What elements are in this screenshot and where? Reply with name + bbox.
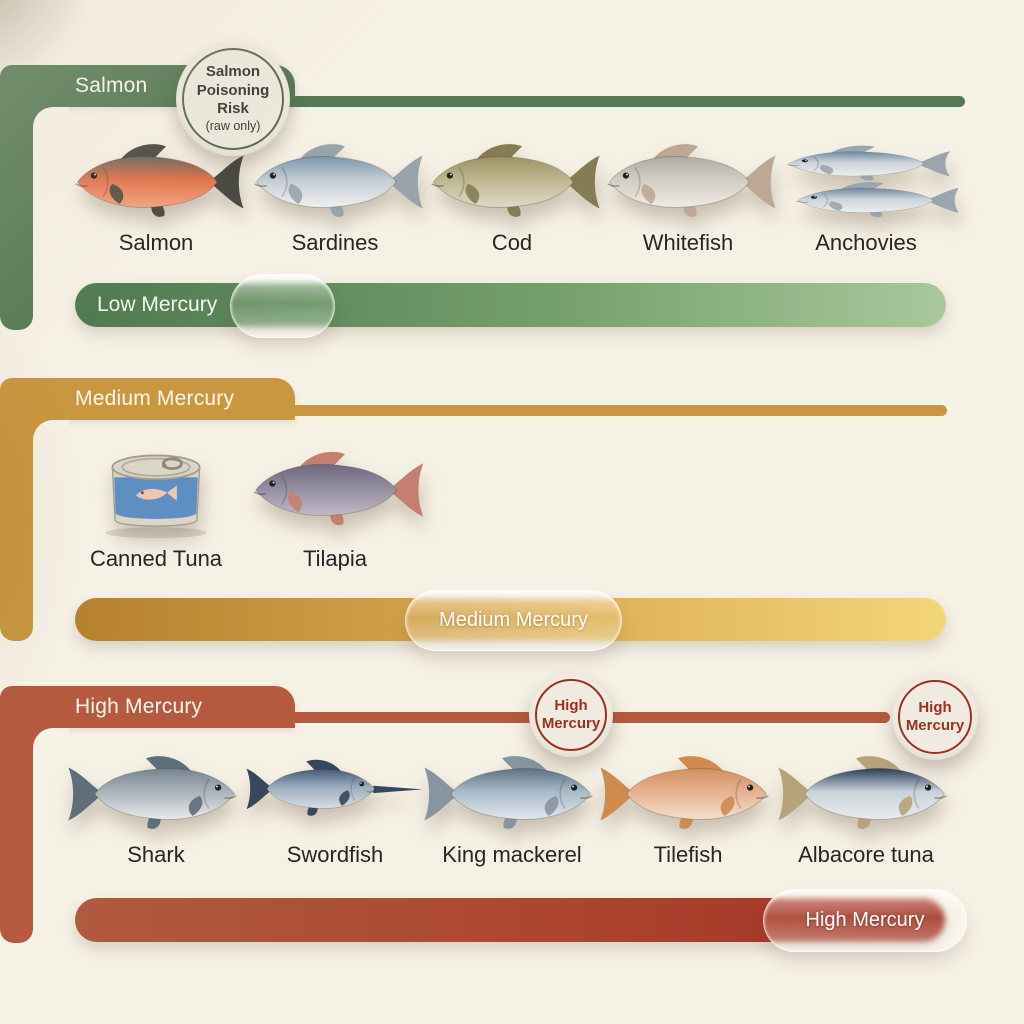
fish-label: Salmon: [118, 230, 194, 255]
section-header-label: Salmon: [75, 74, 148, 97]
section-header-strip: [288, 96, 965, 107]
badge-text: High: [554, 696, 588, 714]
fish-label: Swordfish: [286, 842, 384, 867]
section-left-bar: [0, 728, 33, 943]
albacore-tuna-icon: [774, 752, 958, 836]
section-header-tab: Medium Mercury: [0, 378, 295, 420]
badge-text: Mercury: [541, 715, 601, 732]
fish-item: Swordfish: [243, 752, 427, 868]
fish-item: Shark: [64, 752, 248, 868]
fish-item: Anchovies: [774, 140, 958, 256]
section-header-label: High Mercury: [75, 695, 203, 718]
pill-label: Medium Mercury: [439, 609, 588, 631]
high-mercury-badge: High Mercury: [892, 674, 978, 760]
badge-text: High: [918, 698, 952, 716]
fish-item: Whitefish: [596, 140, 780, 256]
section-header-strip: [288, 405, 947, 416]
fish-item: Sardines: [243, 140, 427, 256]
low-mercury-bar: Low Mercury: [75, 283, 946, 327]
whitefish-icon: [596, 140, 780, 224]
fish-item: Tilefish: [596, 752, 780, 868]
fish-label: Albacore tuna: [798, 842, 934, 867]
bar-label: Low Mercury: [97, 293, 218, 316]
fish-label: Tilefish: [653, 842, 723, 867]
sardines-icon: [243, 140, 427, 224]
pill-label: High Mercury: [805, 909, 925, 931]
fish-label: Canned Tuna: [89, 546, 223, 571]
glass-pill: High Mercury: [763, 889, 967, 952]
shark-icon: [64, 752, 248, 836]
glass-pill: [230, 274, 335, 338]
badge-text: Salmon: [205, 63, 261, 81]
fish-item: Albacore tuna: [774, 752, 958, 868]
fish-label: Cod: [491, 230, 533, 255]
badge-note: (raw only): [205, 119, 261, 134]
tilefish-icon: [596, 752, 780, 836]
inner-corner: [33, 420, 69, 456]
badge-text: Poisoning: [196, 81, 270, 99]
fish-item: Salmon: [64, 140, 248, 256]
anchovies-icon: [774, 140, 958, 224]
fish-row: Canned Tuna Tilapia: [0, 440, 1024, 572]
section-header-tab: High Mercury: [0, 686, 295, 728]
fish-label: Whitefish: [642, 230, 734, 255]
high-mercury-badge: High Mercury: [529, 673, 613, 757]
fish-label: Sardines: [291, 230, 379, 255]
fish-label: Shark: [127, 842, 185, 867]
salmon-poisoning-risk-badge: Salmon Poisoning Risk (raw only): [176, 42, 290, 156]
fish-item: Canned Tuna: [64, 440, 248, 572]
section-header-label: Medium Mercury: [75, 387, 235, 410]
section-left-bar: [0, 420, 33, 641]
fish-item: Tilapia: [243, 440, 427, 572]
fish-row: Salmon Sardines Cod Whitefish Anchovies: [0, 140, 1024, 270]
swordfish-icon: [243, 752, 427, 836]
fish-label: Anchovies: [815, 230, 917, 255]
fish-item: Cod: [420, 140, 604, 256]
fish-row: Shark Swordfish King mackerel Tilefish Albac…: [0, 752, 1024, 882]
salmon-icon: [64, 140, 248, 224]
fish-item: King mackerel: [420, 752, 604, 868]
fish-label: Tilapia: [303, 546, 367, 571]
badge-text: Mercury: [905, 717, 965, 734]
badge-text: Risk: [217, 100, 249, 118]
king-mackerel-icon: [420, 752, 604, 836]
canned-tuna-icon: [64, 440, 248, 540]
section-left-bar: [0, 107, 33, 330]
tilapia-icon: [243, 440, 427, 540]
cod-icon: [420, 140, 604, 224]
glass-pill: Medium Mercury: [405, 590, 622, 651]
inner-corner: [33, 107, 69, 143]
inner-corner: [33, 728, 69, 764]
fish-label: King mackerel: [442, 842, 582, 867]
